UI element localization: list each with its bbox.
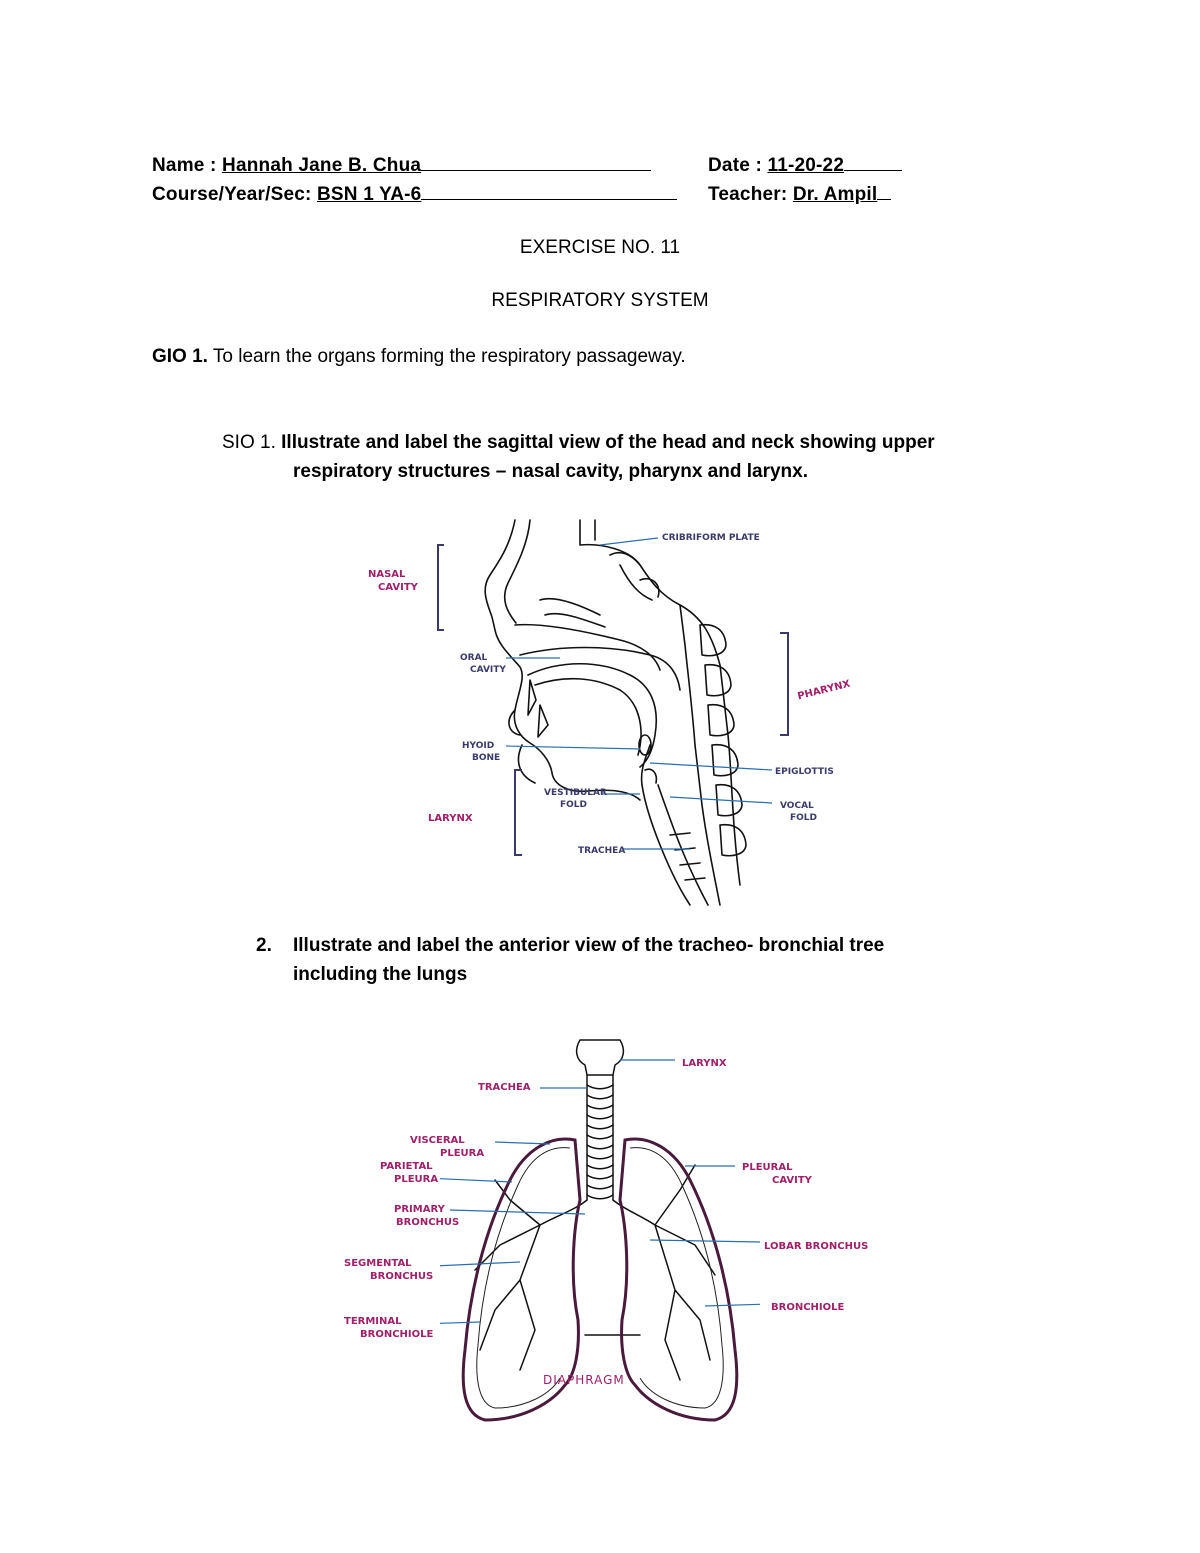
date-label: Date :	[708, 155, 762, 176]
label2-visceral-line1: VISCERAL	[410, 1135, 465, 1146]
label2-parietal-line1: PARIETAL	[380, 1161, 433, 1172]
head-outline-drawing	[484, 519, 747, 906]
course-label: Course/Year/Sec:	[152, 184, 312, 205]
label-epiglottis: EPIGLOTTIS	[775, 767, 834, 777]
name-row: Name : Hannah Jane B. Chua	[152, 154, 652, 177]
label2-trachea: TRACHEA	[478, 1082, 531, 1093]
label2-pleural-cavity: PLEURAL CAVITY	[742, 1161, 812, 1187]
sio1-text-2: respiratory structures – nasal cavity, p…	[293, 461, 808, 482]
item2-number: 2.	[256, 935, 272, 956]
label-oral-line1: ORAL	[460, 653, 488, 663]
course-underline	[421, 183, 678, 200]
label2-terminal-line1: TERMINAL	[344, 1316, 402, 1327]
label-oral-line2: CAVITY	[470, 665, 506, 675]
teacher-label: Teacher:	[708, 184, 788, 205]
label-nasal-line2: CAVITY	[378, 582, 418, 593]
label-vestibular-line2: FOLD	[560, 800, 588, 810]
label2-parietal-line2: PLEURA	[394, 1174, 439, 1185]
region-brackets	[437, 544, 789, 856]
name-label: Name :	[152, 155, 217, 176]
label-nasal-line1: NASAL	[368, 569, 406, 580]
item2-text-1: Illustrate and label the anterior view o…	[293, 935, 885, 956]
sio1-prefix: SIO 1.	[222, 432, 276, 453]
label2-lobar-bronchus: LOBAR BRONCHUS	[764, 1241, 869, 1252]
teacher-value: Dr. Ampil	[792, 184, 878, 205]
label-hyoid-line1: HYOID	[462, 741, 495, 751]
teacher-underline	[877, 183, 892, 200]
date-row: Date : 11-20-22	[708, 154, 903, 177]
label2-pleural-line2: CAVITY	[772, 1175, 812, 1186]
date-value: 11-20-22	[767, 155, 845, 176]
label2-segmental-bronchus: SEGMENTAL BRONCHUS	[344, 1257, 433, 1283]
exercise-title: EXERCISE NO. 11	[519, 237, 681, 258]
gio-line: GIO 1. To learn the organs forming the r…	[152, 346, 686, 368]
date-underline	[844, 154, 903, 171]
teacher-row: Teacher: Dr. Ampil	[708, 183, 892, 206]
label2-terminal-bronchiole: TERMINAL BRONCHIOLE	[334, 1315, 433, 1341]
gio-text: To learn the organs forming the respirat…	[212, 346, 686, 367]
label-vocal-line2: FOLD	[790, 813, 818, 823]
label-vestibular-fold: VESTIBULAR FOLD	[544, 787, 607, 811]
label-trachea: TRACHEA	[578, 846, 626, 856]
leader-lines	[505, 537, 773, 850]
label2-visceral-pleura: VISCERAL PLEURA	[410, 1134, 484, 1160]
label-cribriform-plate: CRIBRIFORM PLATE	[662, 533, 760, 543]
label-nasal-cavity: NASAL CAVITY	[368, 568, 418, 594]
course-row: Course/Year/Sec: BSN 1 YA-6	[152, 183, 678, 206]
name-underline	[421, 154, 652, 171]
label2-visceral-line2: PLEURA	[440, 1148, 485, 1159]
tracheo-bronchial-tree-figure	[440, 1039, 760, 1422]
label2-segmental-line2: BRONCHUS	[370, 1271, 434, 1282]
sio1-line1: SIO 1. Illustrate and label the sagittal…	[222, 432, 935, 454]
label2-primary-line1: PRIMARY	[394, 1204, 445, 1215]
label-vocal-line1: VOCAL	[780, 801, 814, 811]
inner-lung-outlines	[476, 1147, 724, 1409]
label-vocal-fold: VOCAL FOLD	[780, 800, 817, 824]
item2-text-2: including the lungs	[293, 964, 468, 985]
label-larynx: LARYNX	[428, 813, 473, 824]
label2-diaphragm: DIAPHRAGM	[543, 1373, 625, 1387]
label2-segmental-line1: SEGMENTAL	[344, 1258, 412, 1269]
gio-label: GIO 1.	[152, 346, 208, 367]
figure2-leader-lines	[440, 1059, 760, 1324]
pleura-outlines	[461, 1137, 739, 1422]
sagittal-head-neck-figure	[437, 519, 789, 906]
label-vestibular-line1: VESTIBULAR	[544, 788, 607, 798]
label2-parietal-pleura: PARIETAL PLEURA	[380, 1160, 438, 1186]
course-value: BSN 1 YA-6	[317, 184, 422, 205]
topic-title: RESPIRATORY SYSTEM	[491, 290, 709, 311]
label-hyoid-bone: HYOID BONE	[462, 740, 500, 764]
label2-bronchiole: BRONCHIOLE	[771, 1302, 845, 1313]
label2-pleural-line1: PLEURAL	[742, 1162, 793, 1173]
label-oral-cavity: ORAL CAVITY	[460, 652, 506, 676]
label2-larynx: LARYNX	[682, 1058, 727, 1069]
label2-terminal-line2: BRONCHIOLE	[360, 1329, 434, 1340]
label2-primary-bronchus: PRIMARY BRONCHUS	[394, 1203, 459, 1229]
name-value: Hannah Jane B. Chua	[222, 155, 422, 176]
label-hyoid-line2: BONE	[472, 753, 501, 763]
sio1-text-1: Illustrate and label the sagittal view o…	[281, 432, 935, 453]
trachea-rings	[586, 1084, 614, 1200]
label2-primary-line2: BRONCHUS	[396, 1217, 460, 1228]
lungs-drawing	[474, 1039, 716, 1381]
